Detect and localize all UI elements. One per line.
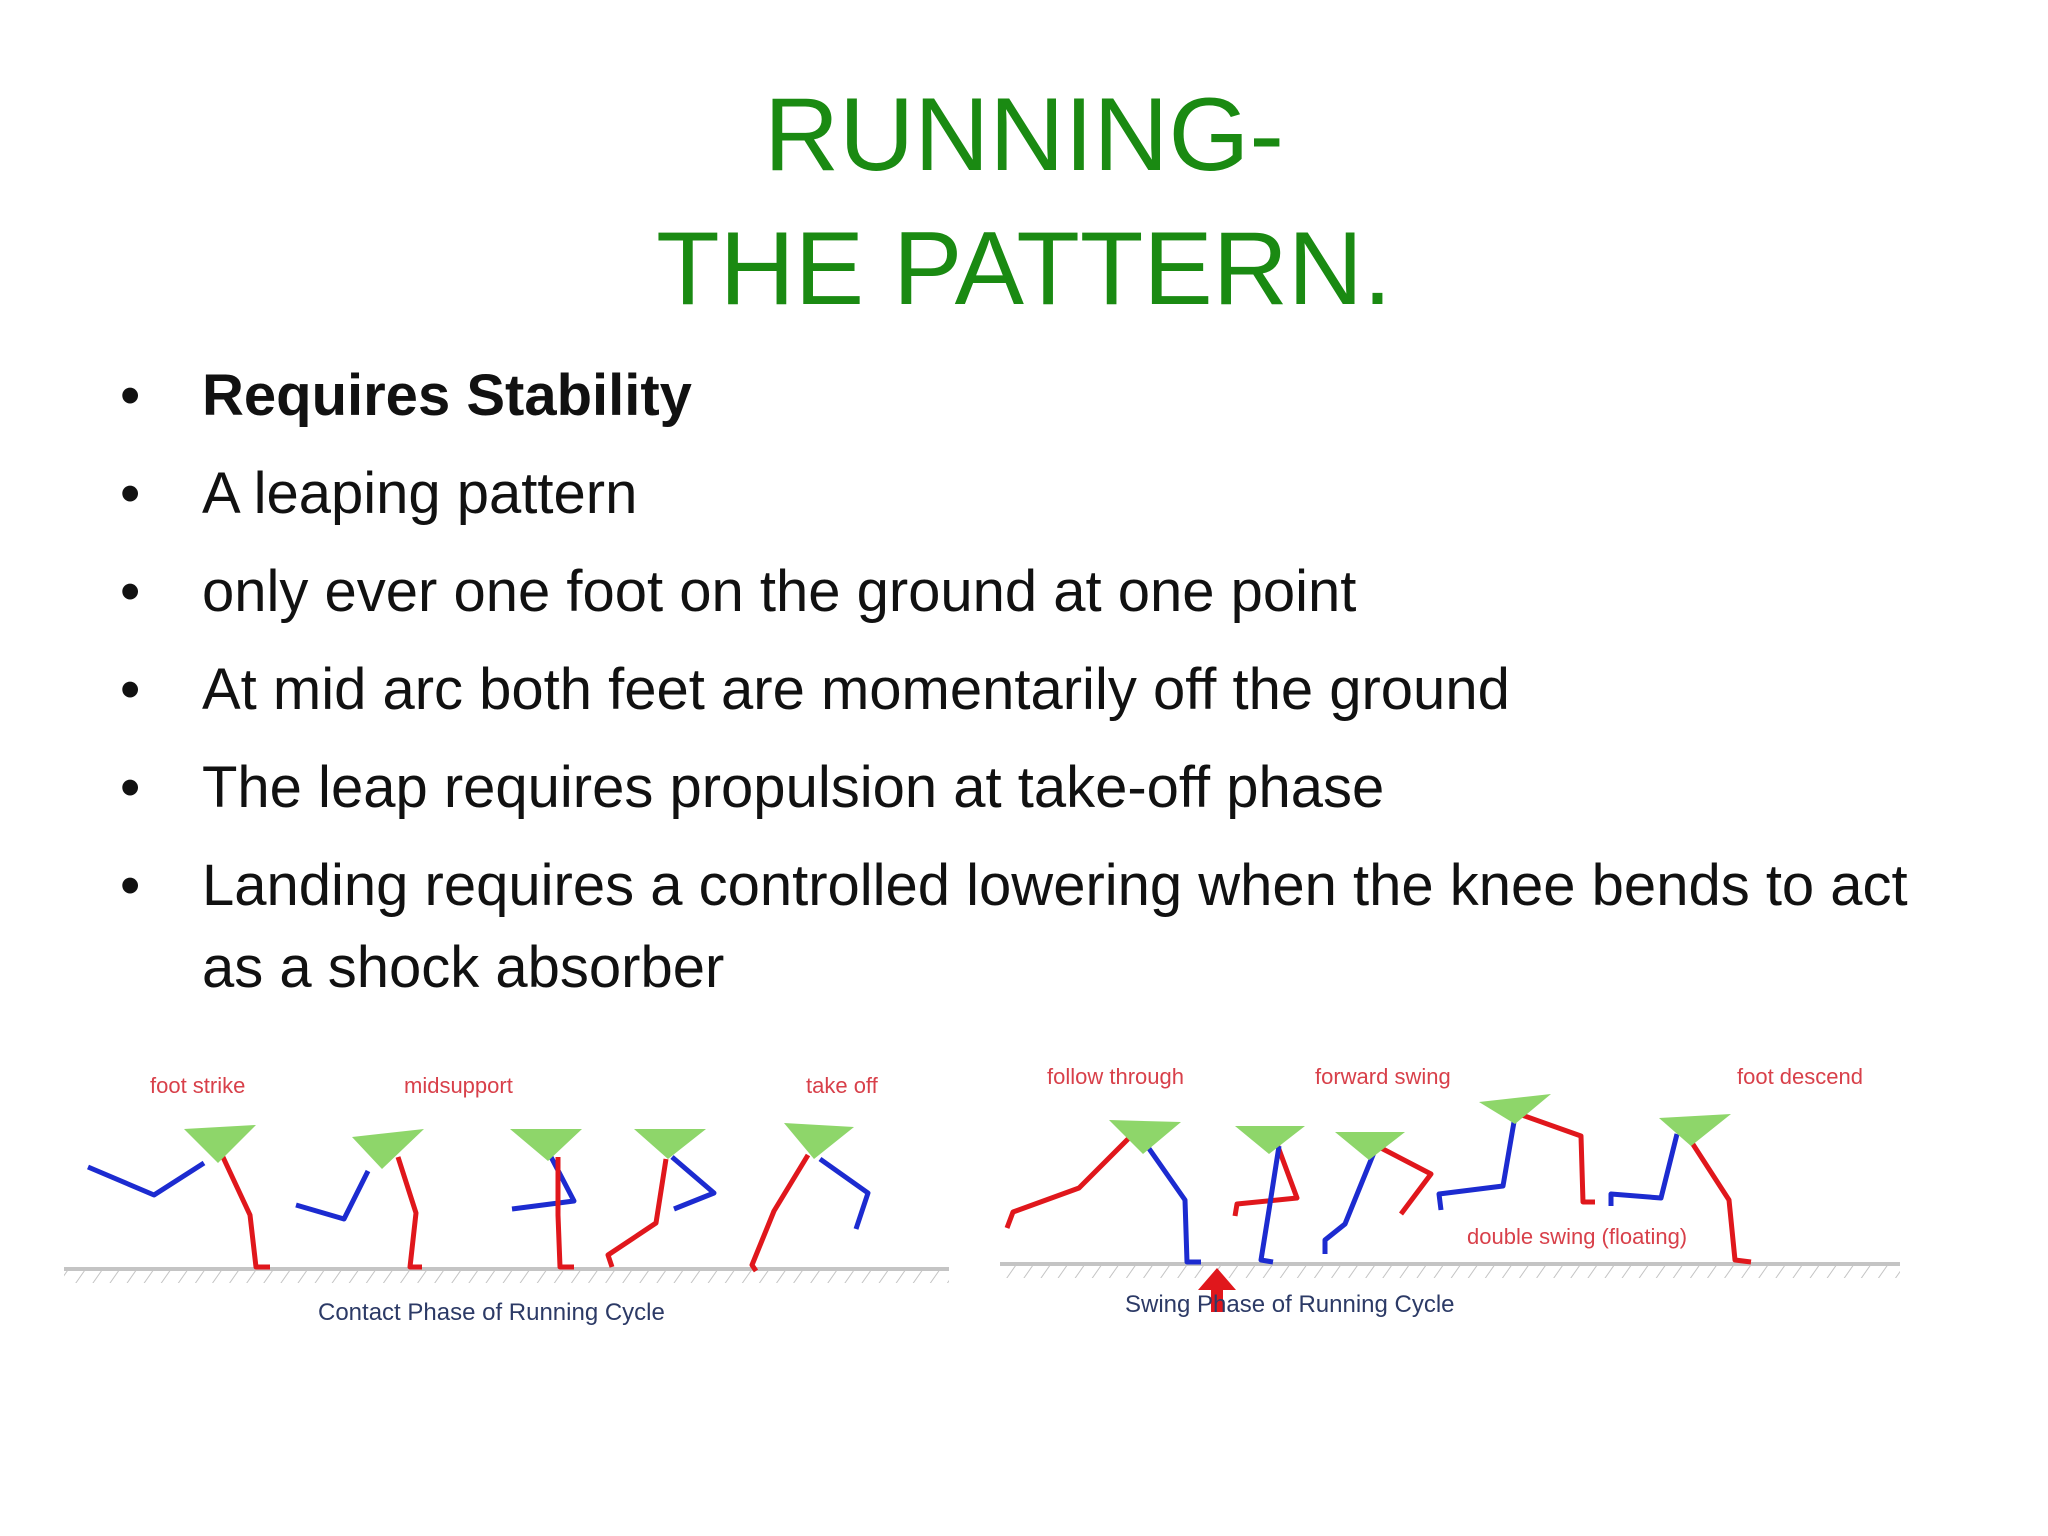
blue-leg (87, 1160, 206, 1198)
label-take-off: take off (806, 1073, 879, 1098)
label-forward-swing: forward swing (1315, 1064, 1451, 1089)
label-foot-descend: foot descend (1737, 1064, 1863, 1089)
blue-leg (1608, 1133, 1680, 1206)
red-leg (1518, 1111, 1595, 1205)
red-leg (1379, 1145, 1434, 1216)
red-leg (749, 1153, 811, 1273)
runner-figure-follow-through (1004, 1120, 1201, 1265)
bullet-icon: • (120, 461, 141, 526)
blue-leg (1322, 1149, 1378, 1254)
label-follow-through: follow through (1047, 1064, 1184, 1089)
bullet-item: • Requires Stability (120, 355, 1940, 437)
swing-phase-diagram: follow through forward swing foot descen… (995, 1050, 1905, 1350)
bullet-list: • Requires Stability • A leaping pattern… (120, 355, 1940, 1025)
bullet-text: Requires Stability (202, 363, 692, 428)
blue-leg (1436, 1115, 1518, 1211)
runner-figure-midsupport (510, 1129, 582, 1270)
bullet-icon: • (120, 657, 141, 722)
hip-marker (1109, 1120, 1181, 1154)
up-arrow-icon (1198, 1268, 1236, 1312)
red-leg (605, 1158, 669, 1268)
bullet-text: Landing requires a controlled lowering w… (202, 853, 1908, 1000)
bullet-icon: • (120, 755, 141, 820)
swing-phase-svg: follow through forward swing foot descen… (1000, 1064, 1900, 1318)
bullet-text: A leaping pattern (202, 461, 638, 526)
contact-phase-svg: foot strike midsupport take off Contact … (64, 1073, 949, 1326)
red-leg (1232, 1143, 1300, 1217)
swing-phase-caption: Swing Phase of Running Cycle (1125, 1291, 1455, 1318)
label-midsupport: midsupport (404, 1073, 513, 1098)
runner-figure-foot-descend (1608, 1114, 1752, 1265)
hip-marker (1479, 1094, 1551, 1124)
ground-hatch (64, 1271, 949, 1283)
red-leg (1004, 1128, 1139, 1229)
slide-title: RUNNING- THE PATTERN. (0, 68, 2048, 336)
bullet-text: only ever one foot on the ground at one … (202, 559, 1357, 624)
bullet-item: • Landing requires a controlled lowering… (120, 845, 1940, 1009)
blue-leg (511, 1153, 577, 1212)
ground-hatch (1000, 1266, 1900, 1278)
hip-marker (510, 1129, 582, 1161)
bullet-item: • The leap requires propulsion at take-o… (120, 747, 1940, 829)
bullet-text: The leap requires propulsion at take-off… (202, 755, 1385, 820)
runner-figure-double-swing (1436, 1094, 1595, 1211)
runner-figure-2 (295, 1129, 424, 1270)
runner-figure-take-off (749, 1123, 871, 1273)
bullet-icon: • (120, 853, 141, 918)
contact-phase-diagram: foot strike midsupport take off Contact … (64, 1055, 964, 1355)
runner-figure-3 (1322, 1132, 1434, 1254)
runner-figure-forward-swing (1232, 1126, 1305, 1265)
blue-leg (670, 1155, 717, 1212)
hip-marker (1335, 1132, 1405, 1160)
bullet-item: • only ever one foot on the ground at on… (120, 551, 1940, 633)
bullet-item: • A leaping pattern (120, 453, 1940, 535)
label-foot-strike: foot strike (150, 1073, 245, 1098)
hip-marker (184, 1125, 256, 1163)
bullet-text: At mid arc both feet are momentarily off… (202, 657, 1510, 722)
bullet-icon: • (120, 363, 141, 428)
title-line-2: THE PATTERN. (656, 211, 1392, 327)
blue-leg (818, 1156, 871, 1230)
label-double-swing: double swing (floating) (1467, 1224, 1687, 1249)
blue-leg (1258, 1145, 1282, 1265)
bullet-item: • At mid arc both feet are momentarily o… (120, 649, 1940, 731)
red-leg (1682, 1130, 1752, 1265)
runner-figure-4 (605, 1129, 717, 1268)
red-leg (395, 1156, 422, 1270)
red-leg (219, 1153, 270, 1270)
title-line-1: RUNNING- (764, 77, 1284, 193)
hip-marker (784, 1123, 854, 1159)
bullet-icon: • (120, 559, 141, 624)
blue-leg (1140, 1138, 1201, 1265)
blue-leg (295, 1169, 371, 1222)
contact-phase-caption: Contact Phase of Running Cycle (318, 1299, 665, 1326)
hip-marker (352, 1129, 424, 1169)
runner-figure-foot-strike (87, 1125, 270, 1270)
hip-marker (1659, 1114, 1731, 1146)
hip-marker (1235, 1126, 1305, 1154)
hip-marker (634, 1129, 706, 1159)
red-leg (555, 1157, 574, 1270)
